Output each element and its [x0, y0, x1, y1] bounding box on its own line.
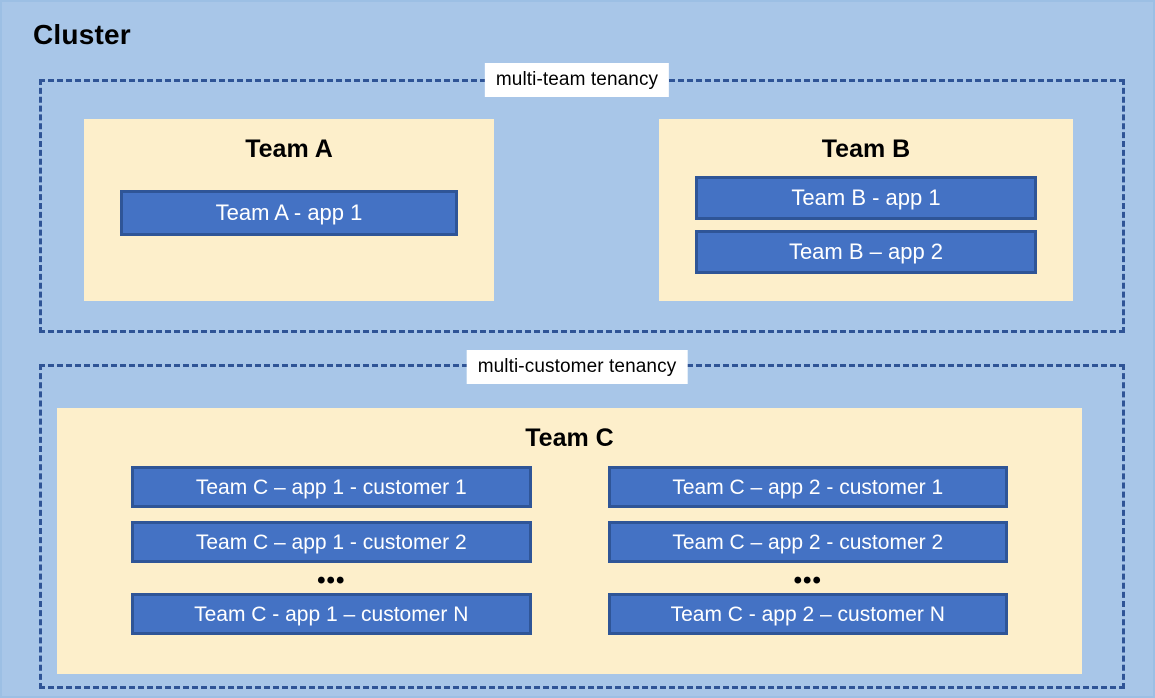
- team-c-heading: Team C: [525, 424, 614, 452]
- page-title: Cluster: [33, 19, 131, 50]
- app-box-team-b-app-1[interactable]: Team B - app 1: [695, 176, 1037, 220]
- team-a-heading: Team A: [245, 135, 333, 163]
- team-a-app-list: Team A - app 1: [120, 190, 458, 236]
- team-b-app-list: Team B - app 1 Team B – app 2: [695, 176, 1037, 274]
- team-c-column-app-1: Team C – app 1 - customer 1 Team C – app…: [131, 466, 532, 635]
- app-box-team-c-app-1-customer-2[interactable]: Team C – app 1 - customer 2: [131, 521, 532, 563]
- team-panel-team-a: Team A Team A - app 1: [84, 119, 494, 301]
- ellipsis-team-c-app-2: •••: [793, 567, 822, 594]
- tenancy-group-label-multi-team: multi-team tenancy: [484, 63, 670, 97]
- team-panel-team-c: Team C Team C – app 1 - customer 1 Team …: [57, 408, 1082, 674]
- app-box-team-c-app-1-customer-1[interactable]: Team C – app 1 - customer 1: [131, 466, 532, 508]
- team-b-heading: Team B: [821, 135, 911, 163]
- app-box-team-c-app-2-customer-n[interactable]: Team C - app 2 – customer N: [607, 593, 1008, 635]
- app-box-team-c-app-2-customer-2[interactable]: Team C – app 2 - customer 2: [607, 521, 1008, 563]
- ellipsis-team-c-app-1: •••: [317, 567, 346, 594]
- tenancy-group-label-multi-customer: multi-customer tenancy: [466, 350, 688, 384]
- app-box-team-c-app-1-customer-n[interactable]: Team C - app 1 – customer N: [131, 593, 532, 635]
- team-panel-team-b: Team B Team B - app 1 Team B – app 2: [659, 119, 1073, 301]
- app-box-team-a-app-1[interactable]: Team A - app 1: [120, 190, 458, 236]
- team-c-columns: Team C – app 1 - customer 1 Team C – app…: [131, 466, 1008, 635]
- app-box-team-b-app-2[interactable]: Team B – app 2: [695, 230, 1037, 274]
- team-c-column-app-2: Team C – app 2 - customer 1 Team C – app…: [607, 466, 1008, 635]
- app-box-team-c-app-2-customer-1[interactable]: Team C – app 2 - customer 1: [607, 466, 1008, 508]
